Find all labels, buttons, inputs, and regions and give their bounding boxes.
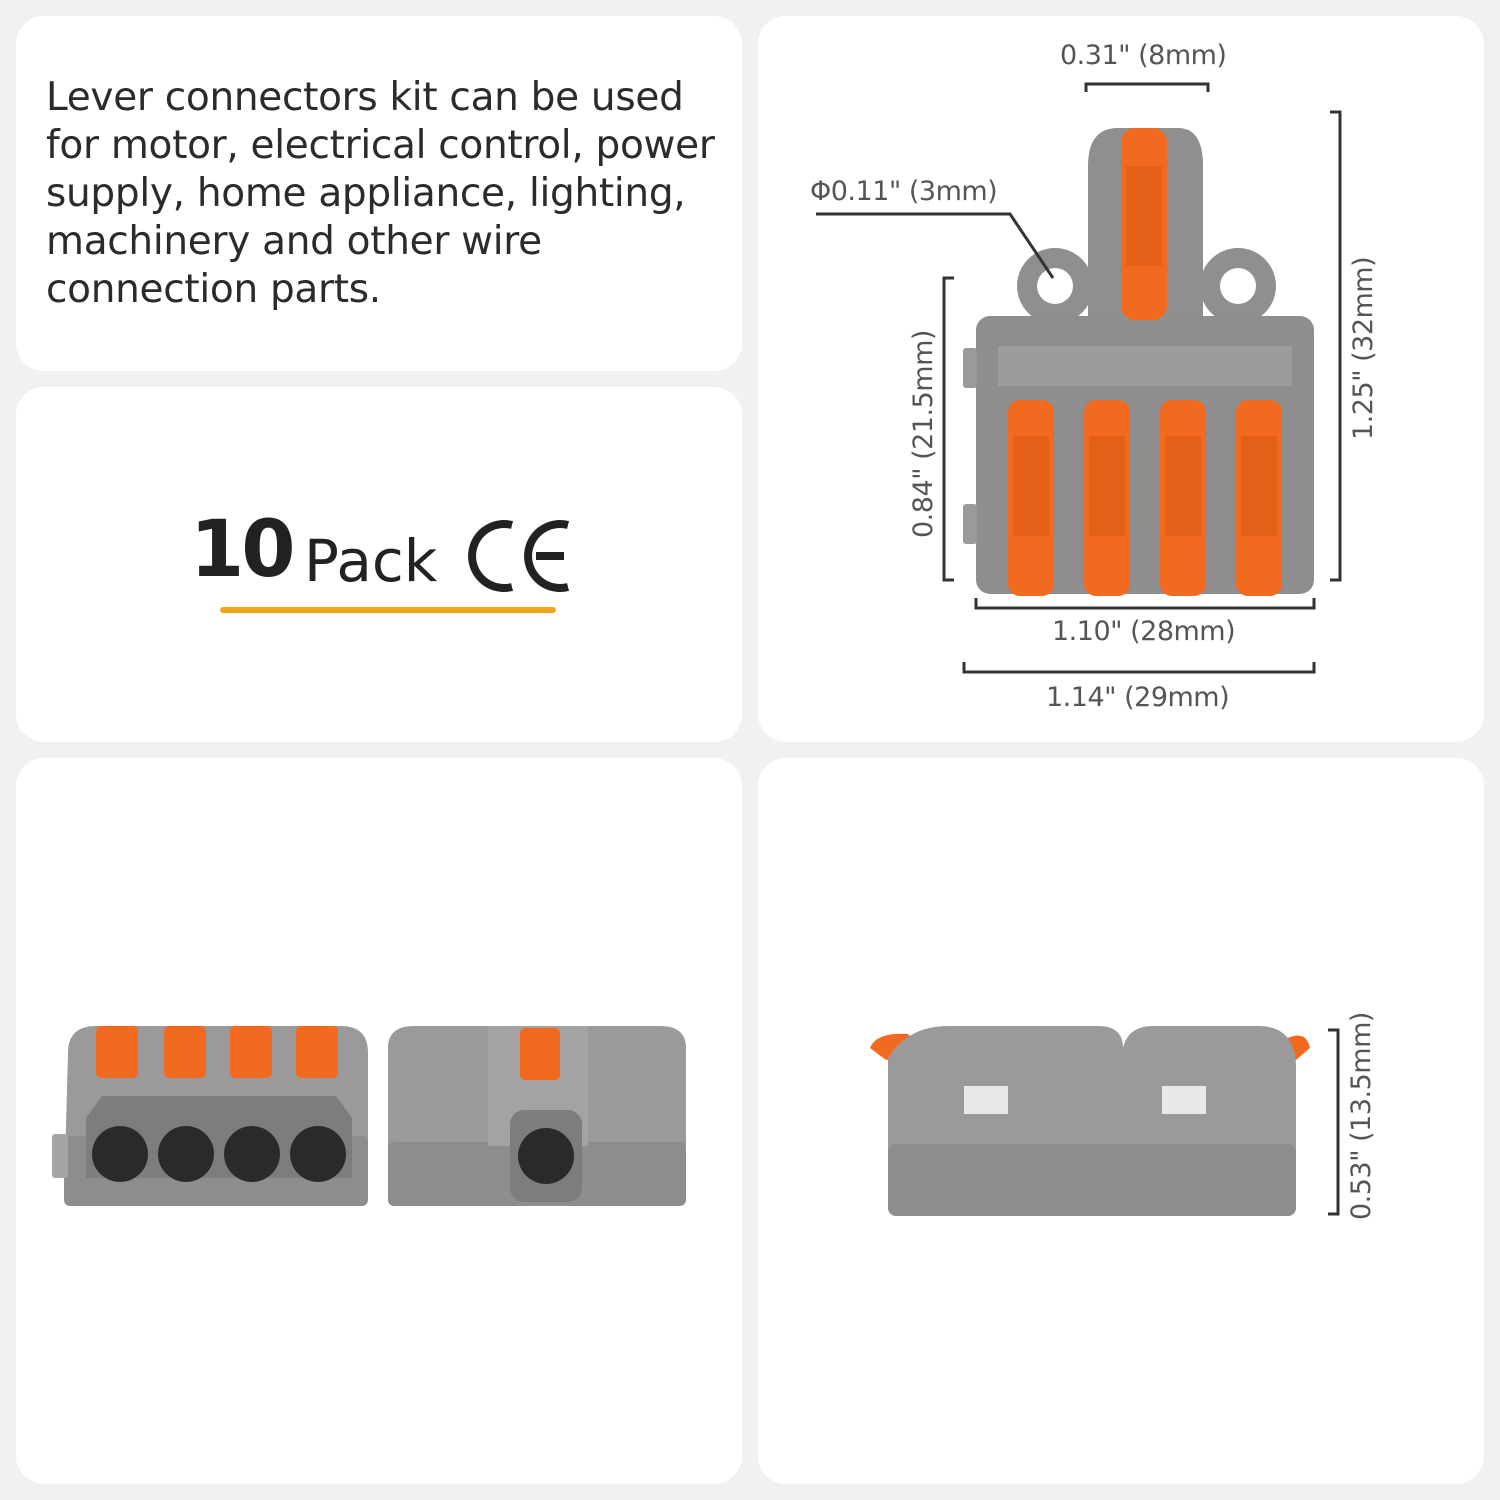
connector-top-view <box>816 82 1342 674</box>
description-text: Lever connectors kit can be used for mot… <box>46 75 715 312</box>
lever-width-label: 0.31" (8mm) <box>1060 40 1227 71</box>
dimensions-card: 0.31" (8mm) Φ0.11" (3mm) 1.10" (28mm) 1.… <box>758 16 1484 742</box>
front-lever-3 <box>230 1026 272 1078</box>
connector-front-view <box>52 1026 686 1206</box>
total-width-label: 1.14" (29mm) <box>1046 682 1230 713</box>
ce-mark-icon <box>468 520 569 592</box>
body-width-label: 1.10" (28mm) <box>1052 616 1236 647</box>
side-view-card: 0.53" (13.5mm) <box>758 758 1484 1484</box>
body-height-label: 0.84" (21.5mm) <box>908 330 939 538</box>
thickness-label: 0.53" (13.5mm) <box>1346 1012 1377 1220</box>
pack-label: Pack <box>304 527 438 595</box>
pack-number: 10 <box>190 505 296 595</box>
front-lever-1 <box>96 1026 138 1078</box>
wire-port-1 <box>92 1126 148 1182</box>
hole-diameter-label: Φ0.11" (3mm) <box>810 176 998 207</box>
front-lever-4 <box>296 1026 338 1078</box>
pack-underline <box>220 607 556 613</box>
wire-port-single <box>518 1128 574 1184</box>
pack-badge: 10 Pack <box>190 505 590 615</box>
side-lever <box>520 1028 560 1080</box>
front-view-card <box>16 758 742 1484</box>
front-lever-2 <box>164 1026 206 1078</box>
wire-port-3 <box>224 1126 280 1182</box>
wire-port-2 <box>158 1126 214 1182</box>
description-card: Lever connectors kit can be used for mot… <box>16 16 742 371</box>
connector-side-view <box>870 1026 1340 1216</box>
wire-port-4 <box>290 1126 346 1182</box>
total-height-label: 1.25" (32mm) <box>1348 256 1379 440</box>
pack-card: 10 Pack <box>16 387 742 742</box>
